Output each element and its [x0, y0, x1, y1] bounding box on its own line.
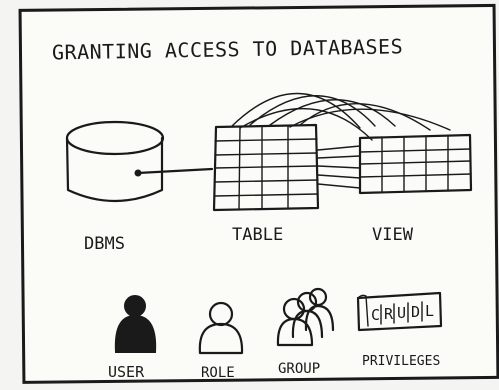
privilege-create-letter: C — [371, 306, 380, 324]
privilege-read-letter: R — [384, 305, 394, 323]
user-icon — [114, 295, 157, 353]
privileges-box-icon: C R U D L — [356, 291, 443, 332]
privilege-delete-letter: D — [411, 303, 420, 321]
table-label: TABLE — [232, 225, 283, 245]
view-grid-icon — [358, 133, 473, 195]
role-label: ROLE — [201, 365, 235, 381]
dbms-cylinder-icon — [65, 120, 214, 203]
user-label: USER — [108, 363, 145, 381]
dbms-label: DBMS — [84, 234, 125, 254]
role-icon — [198, 301, 244, 355]
privilege-list-letter: L — [425, 302, 434, 320]
dbms-table-link — [136, 167, 214, 175]
table-grid-icon — [212, 123, 320, 212]
privileges-label: PRIVILEGES — [362, 354, 440, 369]
paper-frame — [18, 3, 499, 384]
privilege-update-letter: U — [397, 304, 406, 322]
group-icon — [276, 287, 335, 347]
privilege-letters: C R U D L — [371, 302, 434, 324]
group-label: GROUP — [278, 361, 320, 377]
view-label: VIEW — [372, 225, 414, 245]
table-view-projection — [231, 92, 451, 189]
